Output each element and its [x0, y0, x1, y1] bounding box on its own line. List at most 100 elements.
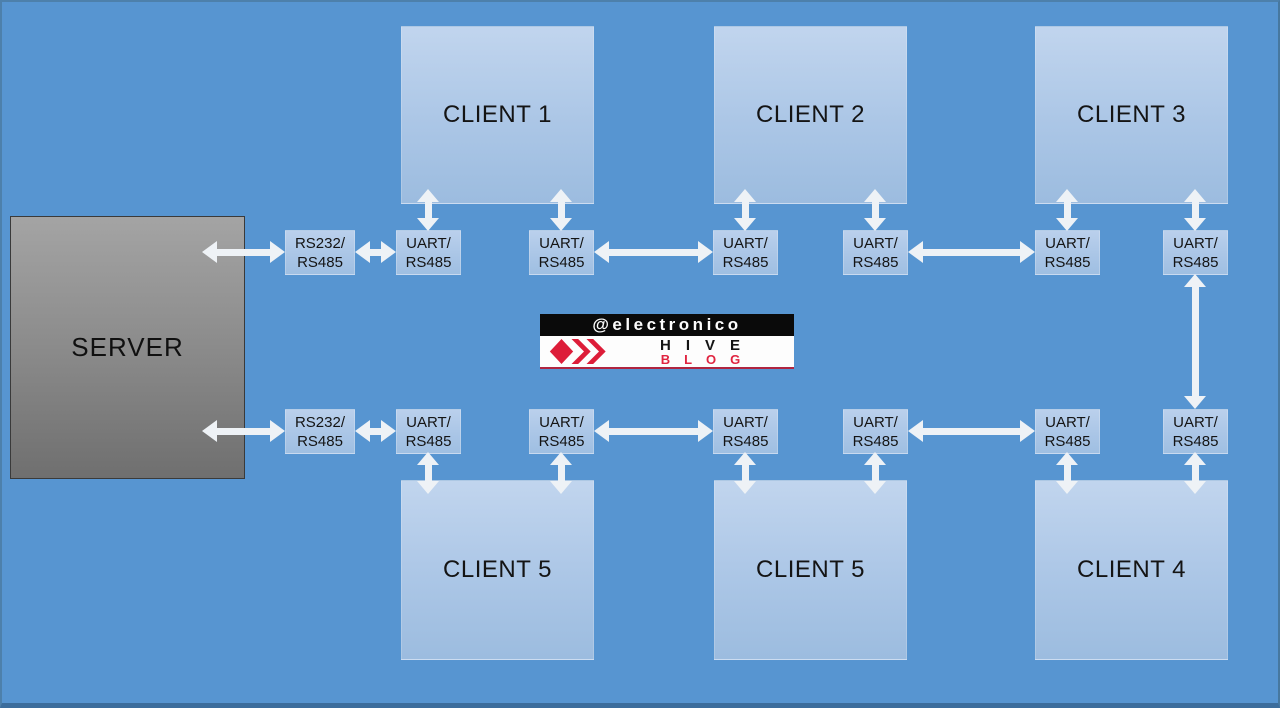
arrowhead-up — [864, 189, 886, 202]
rs232-rs485-top-box: RS232/ RS485 — [285, 230, 355, 275]
arrowhead-up — [550, 452, 572, 465]
arrowhead-left — [202, 420, 217, 442]
rs232-bottom-line2: RS485 — [297, 432, 343, 450]
uart-bottom-4-box: UART/ RS485 — [843, 409, 908, 454]
arrowhead-right — [1020, 241, 1035, 263]
rs232-top-line1: RS232/ — [294, 234, 346, 252]
arrow-server-rs232-bottom — [202, 420, 285, 442]
uart-line2: RS485 — [538, 253, 585, 271]
uart-line1: UART/ — [723, 234, 768, 252]
hive-logo-icon — [549, 339, 606, 364]
arrowhead-left — [202, 241, 217, 263]
arrowhead-up — [1056, 452, 1078, 465]
arrowhead-left — [594, 241, 609, 263]
uart-line2: RS485 — [1044, 253, 1091, 271]
arrowhead-down — [1056, 481, 1078, 494]
arrowhead-left — [355, 420, 370, 442]
arrowhead-right — [381, 420, 396, 442]
uart-line1: UART/ — [406, 234, 451, 252]
uart-line2: RS485 — [1044, 432, 1091, 450]
client-3-box: CLIENT 3 — [1035, 26, 1228, 204]
watermark-body: HIVE BLOG — [540, 336, 794, 369]
arrowhead-up — [417, 189, 439, 202]
rs232-bottom-line1: RS232/ — [294, 413, 346, 431]
arrow-client3-uart5 — [1056, 189, 1078, 231]
server-label: SERVER — [71, 332, 184, 362]
uart-bottom-2-box: UART/ RS485 — [529, 409, 594, 454]
client-1-label: CLIENT 1 — [443, 101, 552, 128]
uart-line2: RS485 — [538, 432, 585, 450]
watermark-logo: @electronico HIVE BLOG — [540, 314, 794, 369]
uart-bottom-5-box: UART/ RS485 — [1035, 409, 1100, 454]
watermark-handle-text: @electronico — [592, 315, 742, 334]
arrow-uart6-client4 — [1184, 452, 1206, 494]
watermark-brand-text: HIVE — [659, 336, 755, 354]
arrowhead-right — [381, 241, 396, 263]
arrow-uart6-top-to-uart6-bottom — [1184, 274, 1206, 409]
watermark-handle-bar: @electronico — [540, 314, 794, 336]
uart-line1: UART/ — [1045, 234, 1090, 252]
arrowhead-left — [908, 420, 923, 442]
arrow-client3-uart6 — [1184, 189, 1206, 231]
arrowhead-down — [864, 218, 886, 231]
arrow-uart3-client5b — [734, 452, 756, 494]
arrow-rs232-uart-bottom — [355, 420, 396, 442]
uart-line1: UART/ — [853, 234, 898, 252]
uart-line2: RS485 — [852, 432, 899, 450]
arrowhead-down — [1056, 218, 1078, 231]
arrowhead-down — [734, 218, 756, 231]
arrow-uart2-uart3-top — [594, 241, 713, 263]
arrow-server-rs232-top — [202, 241, 285, 263]
arrow-uart4-client5b — [864, 452, 886, 494]
uart-top-3-box: UART/ RS485 — [713, 230, 778, 275]
arrowhead-left — [355, 241, 370, 263]
arrowhead-right — [270, 241, 285, 263]
arrowhead-right — [698, 420, 713, 442]
arrowhead-right — [1020, 420, 1035, 442]
arrowhead-left — [594, 420, 609, 442]
uart-top-2-box: UART/ RS485 — [529, 230, 594, 275]
uart-line1: UART/ — [406, 413, 451, 431]
uart-line1: UART/ — [1173, 413, 1218, 431]
rs232-top-line2: RS485 — [297, 253, 343, 271]
arrowhead-down — [1184, 481, 1206, 494]
client-3-label: CLIENT 3 — [1077, 101, 1186, 128]
arrow-client2-uart4 — [864, 189, 886, 231]
uart-bottom-6-box: UART/ RS485 — [1163, 409, 1228, 454]
arrowhead-up — [1184, 452, 1206, 465]
arrow-client2-uart3 — [734, 189, 756, 231]
uart-top-1-box: UART/ RS485 — [396, 230, 461, 275]
arrowhead-down — [1184, 396, 1206, 409]
uart-line2: RS485 — [852, 253, 899, 271]
client-1-box: CLIENT 1 — [401, 26, 594, 204]
arrowhead-left — [908, 241, 923, 263]
arrow-uart2-uart3-bottom — [594, 420, 713, 442]
arrowhead-up — [550, 189, 572, 202]
uart-line1: UART/ — [723, 413, 768, 431]
client-2-box: CLIENT 2 — [714, 26, 907, 204]
client-2-label: CLIENT 2 — [756, 101, 865, 128]
uart-line2: RS485 — [722, 253, 769, 271]
uart-bottom-1-box: UART/ RS485 — [396, 409, 461, 454]
client-5b-label: CLIENT 5 — [756, 556, 865, 583]
uart-line2: RS485 — [1172, 432, 1219, 450]
uart-line2: RS485 — [405, 432, 452, 450]
client-4-label: CLIENT 4 — [1077, 556, 1186, 583]
arrowhead-right — [270, 420, 285, 442]
arrow-uart2-client5a — [550, 452, 572, 494]
client-5b-box: CLIENT 5 — [714, 480, 907, 660]
uart-bottom-3-box: UART/ RS485 — [713, 409, 778, 454]
uart-top-6-box: UART/ RS485 — [1163, 230, 1228, 275]
client-5a-label: CLIENT 5 — [443, 556, 552, 583]
arrowhead-up — [417, 452, 439, 465]
arrowhead-down — [417, 218, 439, 231]
uart-top-4-box: UART/ RS485 — [843, 230, 908, 275]
arrow-uart5-client4 — [1056, 452, 1078, 494]
uart-line2: RS485 — [1172, 253, 1219, 271]
arrow-uart4-uart5-bottom — [908, 420, 1035, 442]
arrow-uart4-uart5-top — [908, 241, 1035, 263]
arrowhead-down — [417, 481, 439, 494]
arrow-uart1-client5a — [417, 452, 439, 494]
arrow-rs232-uart-top — [355, 241, 396, 263]
